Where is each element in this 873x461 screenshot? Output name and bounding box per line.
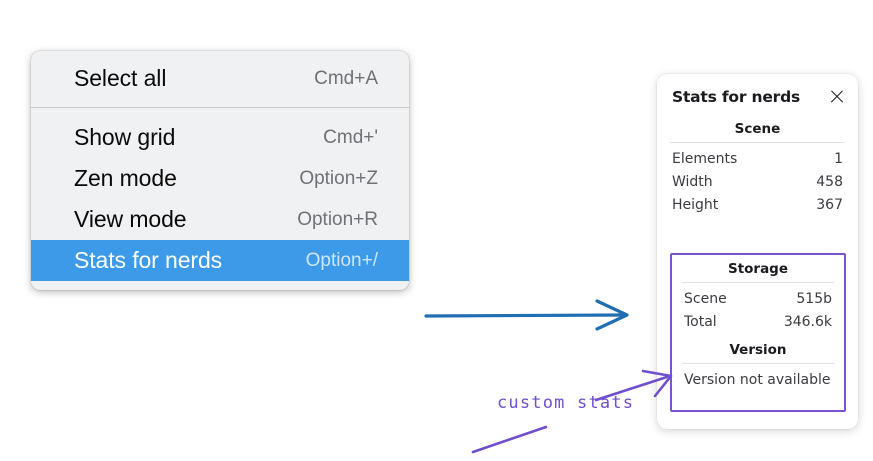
menu-item-shortcut: Option+/ <box>305 249 378 271</box>
stat-row: Height 367 <box>667 193 848 216</box>
context-menu[interactable]: Select all Cmd+A Show grid Cmd+' Zen mod… <box>31 51 409 290</box>
menu-item-label: View mode <box>74 206 187 232</box>
menu-item-stats-for-nerds[interactable]: Stats for nerds Option+/ <box>31 240 409 281</box>
stat-label: Scene <box>684 290 727 307</box>
menu-item-label: Show grid <box>74 124 176 150</box>
stat-value: 1 <box>834 150 843 167</box>
blue-arrow <box>424 299 629 331</box>
menu-item-select-all[interactable]: Select all Cmd+A <box>31 58 409 99</box>
stats-panel-title: Stats for nerds <box>672 88 801 106</box>
menu-item-label: Stats for nerds <box>74 247 223 273</box>
version-section-title: Version <box>729 342 787 358</box>
stats-panel-header: Stats for nerds <box>667 88 848 106</box>
version-text: Version not available <box>684 372 831 388</box>
purple-underline-stroke <box>471 425 548 454</box>
menu-item-label: Zen mode <box>74 165 177 191</box>
menu-item-shortcut: Cmd+' <box>323 126 378 148</box>
stat-value: 515b <box>796 290 832 307</box>
stats-for-nerds-panel: Stats for nerds Scene Elements 1 Width 4… <box>657 74 858 429</box>
stat-value: 346.6k <box>783 313 832 330</box>
scene-section-rule <box>670 142 845 143</box>
menu-separator <box>31 107 409 108</box>
custom-stats-annotation-label: custom stats <box>497 393 635 413</box>
menu-item-label: Select all <box>74 65 167 91</box>
menu-group-1: Select all Cmd+A <box>31 58 409 99</box>
stat-value: 367 <box>816 196 843 213</box>
custom-stats-highlight-box: Storage Scene 515b Total 346.6k Version … <box>670 253 846 412</box>
menu-item-shortcut: Cmd+A <box>314 67 378 89</box>
stat-row: Scene 515b <box>679 287 837 310</box>
scene-section-title: Scene <box>734 121 781 137</box>
stat-label: Elements <box>672 150 738 167</box>
menu-item-view-mode[interactable]: View mode Option+R <box>31 199 409 240</box>
stat-label: Total <box>684 313 717 330</box>
version-section-rule <box>682 363 834 364</box>
menu-item-shortcut: Option+Z <box>299 167 378 189</box>
stat-row: Total 346.6k <box>679 310 837 333</box>
close-icon[interactable] <box>828 88 846 106</box>
stat-row: Width 458 <box>667 170 848 193</box>
stat-value: 458 <box>816 173 843 190</box>
storage-section-title: Storage <box>727 261 789 277</box>
menu-group-2: Show grid Cmd+' Zen mode Option+Z View m… <box>31 117 409 281</box>
menu-item-zen-mode[interactable]: Zen mode Option+Z <box>31 158 409 199</box>
stat-row: Elements 1 <box>667 147 848 170</box>
stat-label: Width <box>672 173 713 190</box>
menu-item-show-grid[interactable]: Show grid Cmd+' <box>31 117 409 158</box>
menu-item-shortcut: Option+R <box>297 208 378 230</box>
stat-label: Height <box>672 196 719 213</box>
storage-section-rule <box>682 282 834 283</box>
